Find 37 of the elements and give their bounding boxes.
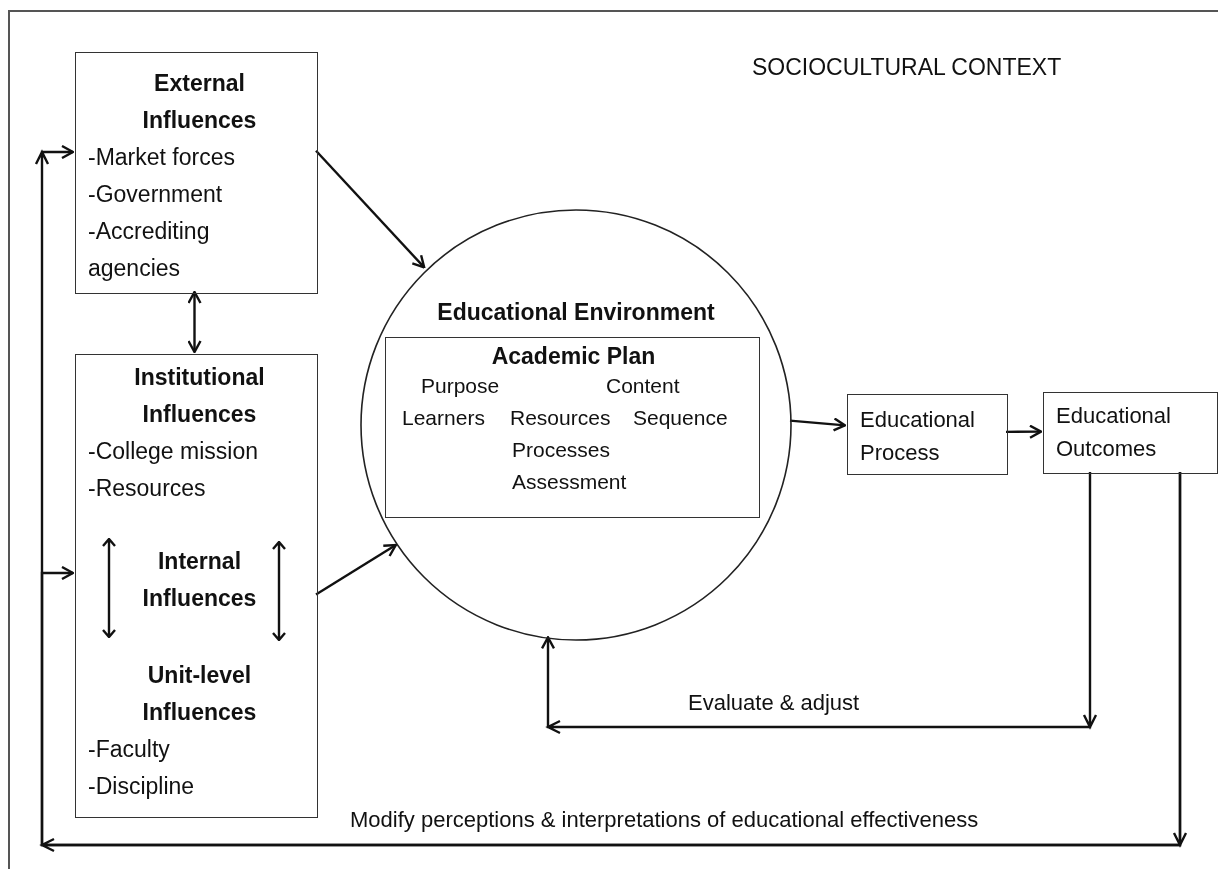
list-item: -Market forces (88, 143, 235, 172)
list-item: -Accrediting agencies (88, 217, 211, 283)
list-item: -Discipline (88, 772, 195, 801)
plan-element: Sequence (633, 405, 728, 431)
environment-circle (360, 209, 792, 641)
arrow (315, 543, 397, 596)
node-label: Educational Process (860, 406, 976, 467)
plan-element: Purpose (421, 373, 500, 399)
circle-heading: Educational Environment (436, 298, 716, 327)
node-label: Educational Outcomes (1056, 402, 1172, 463)
list-item: -College mission (88, 437, 258, 466)
plan-element: Learners (402, 405, 485, 431)
box-heading: External Influences (141, 69, 258, 135)
outcome-box (1043, 392, 1218, 474)
list-item: -Resources (88, 474, 206, 503)
plan-element: Content (606, 373, 680, 399)
box-heading: Institutional Influences (133, 363, 266, 429)
double-arrow (187, 290, 202, 354)
arrow (40, 472, 1182, 847)
list-item: -Government (88, 180, 223, 209)
arrow (315, 149, 426, 269)
arrow (34, 144, 1188, 853)
box-heading: Academic Plan (490, 342, 657, 370)
box-heading: Unit-level Influences (141, 661, 258, 727)
plan-box (385, 337, 760, 518)
arrow (540, 470, 1098, 735)
list-item: -Faculty (88, 735, 170, 764)
arrow (1006, 424, 1043, 439)
box-heading: Internal Influences (141, 547, 258, 613)
process-box (847, 394, 1008, 475)
frame-title: SOCIOCULTURAL CONTEXT (752, 53, 1062, 82)
plan-element: Assessment (512, 469, 627, 495)
influence-box (75, 52, 318, 294)
plan-element: Processes (512, 437, 611, 463)
arrow (789, 417, 847, 432)
plan-element: Resources (510, 405, 611, 431)
influence-box (75, 354, 318, 818)
